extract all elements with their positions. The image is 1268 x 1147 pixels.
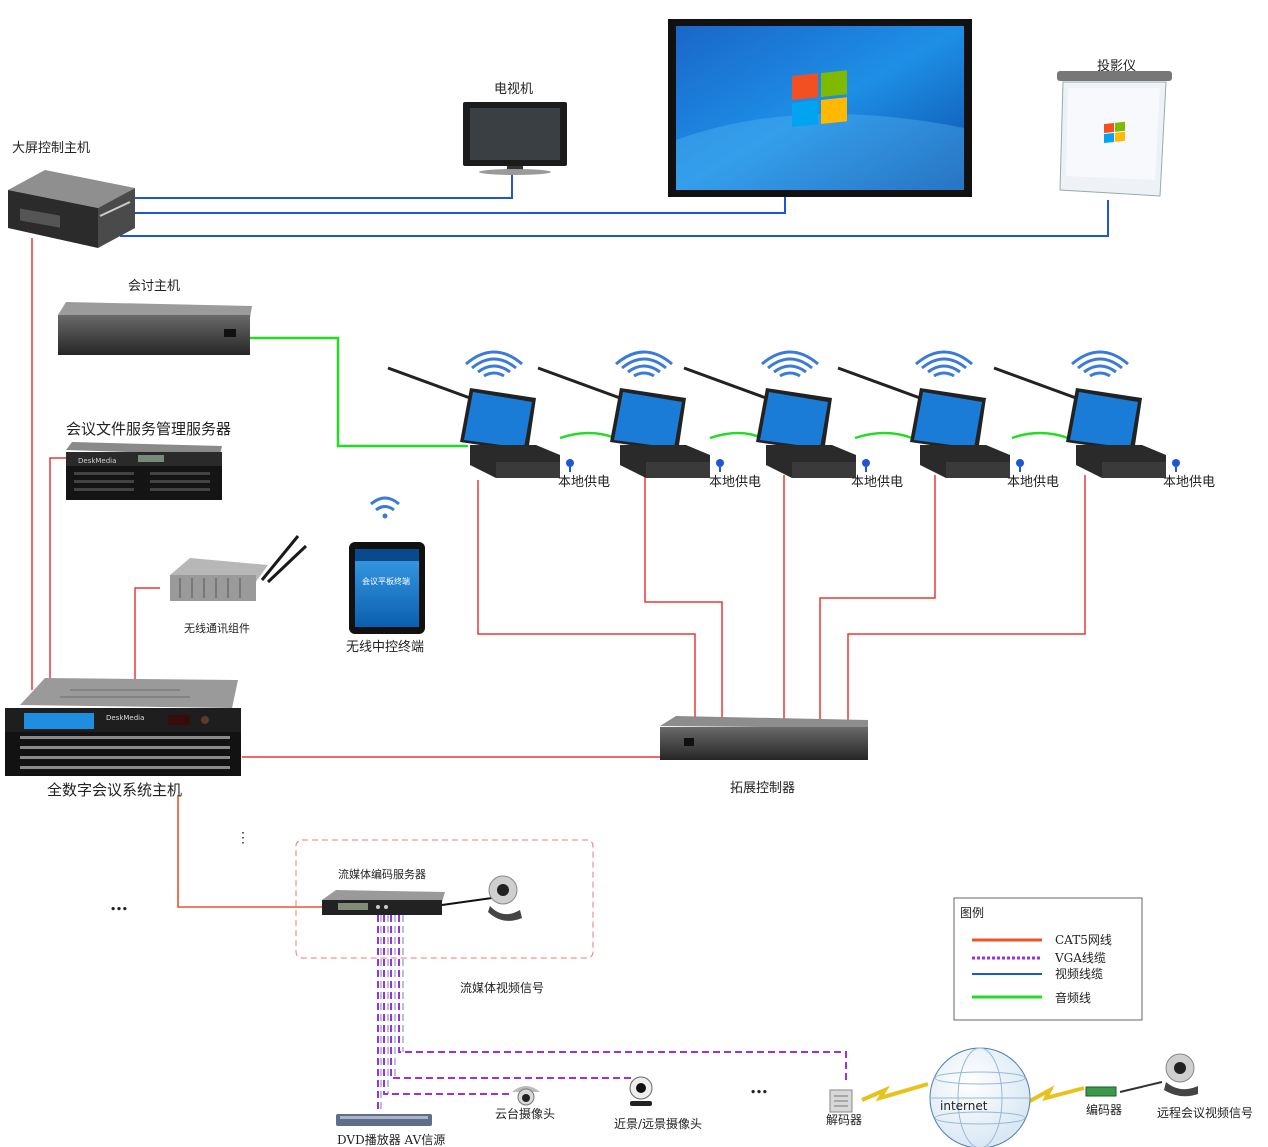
vga-cables-dense (380, 915, 404, 1110)
vga-cables (377, 915, 847, 1110)
wifi-signal-icon (1071, 350, 1129, 378)
lightning-link-2 (1027, 1085, 1085, 1104)
discussion-host-label: 会讨主机 (128, 279, 180, 294)
legend-label-video: 视频线缆 (1055, 966, 1103, 981)
dvd-label: DVD播放器 AV信源 (337, 1132, 445, 1147)
audio-cables (250, 336, 1069, 448)
decoder-label: 解码器 (826, 1113, 862, 1127)
encoder (1085, 1086, 1117, 1097)
conference-unit-4 (837, 350, 1024, 478)
streaming-server-label: 流媒体编码服务器 (338, 867, 426, 881)
camera-link (441, 897, 493, 906)
near-far-camera-icon (629, 1076, 653, 1106)
wifi-signal-icon (465, 350, 523, 378)
windows-logo-icon (792, 70, 847, 127)
svg-text:会议平板终端: 会议平板终端 (362, 576, 410, 586)
legend-label-vga: VGA线缆 (1054, 951, 1106, 965)
legend-label-audio: 音频线 (1055, 990, 1091, 1005)
local-power-label-1: 本地供电 (558, 475, 610, 490)
cat5-stream-cable (177, 795, 322, 908)
internet-label: internet (940, 1099, 988, 1113)
conference-unit-1 (387, 350, 574, 478)
file-server: DeskMedia (66, 442, 222, 500)
encoder-link (1119, 1081, 1163, 1093)
wifi-signal-icon (761, 350, 819, 378)
conference-unit-3 (683, 350, 870, 478)
file-server-label: 会议文件服务管理服务器 (66, 420, 231, 438)
expansion-controller (660, 716, 868, 760)
decoder (829, 1089, 853, 1113)
cat5-cables (31, 238, 1086, 758)
wifi-signal-icon (615, 350, 673, 378)
streaming-server (322, 890, 445, 915)
wireless-terminal-label: 无线中控终端 (346, 639, 424, 655)
remote-webcam-icon (1164, 1053, 1198, 1097)
wireless-module-label: 无线通讯组件 (184, 621, 250, 635)
video-cables (120, 175, 1109, 237)
conference-unit-2 (537, 350, 724, 478)
wireless-module (170, 535, 308, 601)
dvd-player (336, 1114, 432, 1126)
main-host: DeskMedia (5, 678, 241, 776)
large-display (668, 19, 972, 197)
ptz-camera-label: 云台摄像头 (495, 1106, 555, 1121)
big-screen-host (8, 170, 135, 248)
ptz-camera-icon (512, 1086, 540, 1106)
local-power-label-4: 本地供电 (1007, 475, 1059, 490)
streaming-signal-label: 流媒体视频信号 (460, 980, 544, 995)
tv-label: 电视机 (494, 82, 533, 97)
near-far-camera-label: 近景/远景摄像头 (614, 1116, 702, 1131)
remote-signal-label: 远程会议视频信号 (1157, 1105, 1253, 1120)
wifi-signal-icon (370, 496, 400, 519)
legend: 图例 CAT5网线 VGA线缆 视频线缆 音频线 (953, 897, 1143, 1021)
local-power-label-5: 本地供电 (1163, 475, 1215, 490)
wifi-signal-icon (915, 350, 973, 378)
discussion-host (58, 302, 252, 355)
conference-unit-5 (993, 350, 1180, 478)
internet-globe-icon (929, 1047, 1031, 1147)
legend-label-cat5: CAT5网线 (1055, 933, 1112, 947)
svg-text:DeskMedia: DeskMedia (106, 714, 144, 722)
streaming-group-box (295, 839, 594, 959)
projector-screen (1057, 71, 1172, 197)
wireless-terminal: 会议平板终端 (349, 496, 425, 634)
svg-text:DeskMedia: DeskMedia (78, 457, 116, 465)
local-power-label-2: 本地供电 (709, 475, 761, 490)
big-screen-host-label: 大屏控制主机 (12, 141, 90, 156)
webcam-icon (488, 875, 522, 921)
vertical-dots: ⋮ (236, 830, 250, 846)
expansion-controller-label: 拓展控制器 (730, 781, 795, 796)
legend-title: 图例 (960, 906, 984, 920)
lightning-link-1 (861, 1082, 929, 1102)
ellipsis-2: … (750, 1077, 768, 1098)
local-power-label-3: 本地供电 (851, 475, 903, 490)
projector-label: 投影仪 (1097, 58, 1136, 74)
tv-icon (463, 102, 567, 175)
main-host-label: 全数字会议系统主机 (47, 781, 182, 799)
encoder-label: 编码器 (1086, 1102, 1122, 1117)
ellipsis-1: … (110, 894, 128, 915)
